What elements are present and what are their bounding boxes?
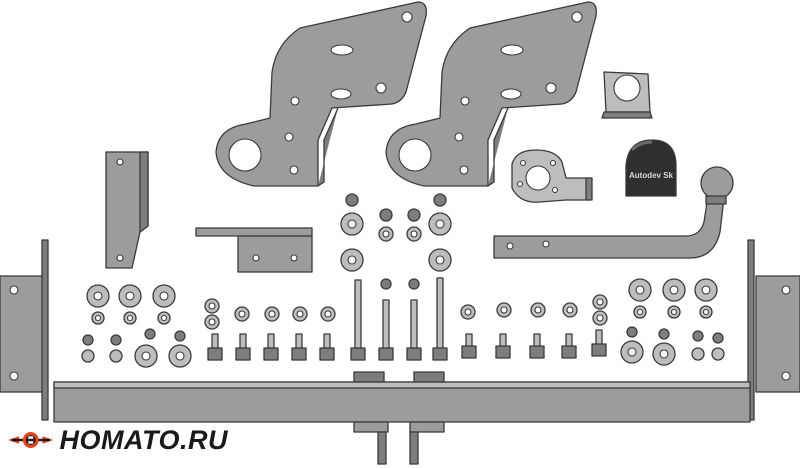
ball-cover-label: Autodev Sk [629, 171, 674, 180]
logo-emblem-icon [8, 432, 54, 448]
logo-text: HOMATO.RU [59, 424, 228, 455]
left-mounting-plate [215, 1, 427, 187]
right-mounting-plate [385, 1, 597, 187]
left-hardware-group [81, 284, 336, 368]
long-bolts [350, 277, 448, 361]
left-short-bolts [207, 333, 335, 361]
ball-cover-cap: Autodev Sk [625, 139, 677, 197]
main-crossbar [0, 239, 800, 465]
angle-bracket [195, 227, 313, 273]
right-hardware-group [460, 278, 725, 366]
tow-ball-arm [493, 166, 734, 259]
socket-mount-plate [511, 149, 593, 203]
left-strap-bracket [105, 151, 149, 269]
center-nuts-washers [340, 193, 452, 272]
site-logo[interactable]: HOMATO.RU [8, 420, 228, 460]
socket-clamp-bracket [601, 71, 653, 119]
